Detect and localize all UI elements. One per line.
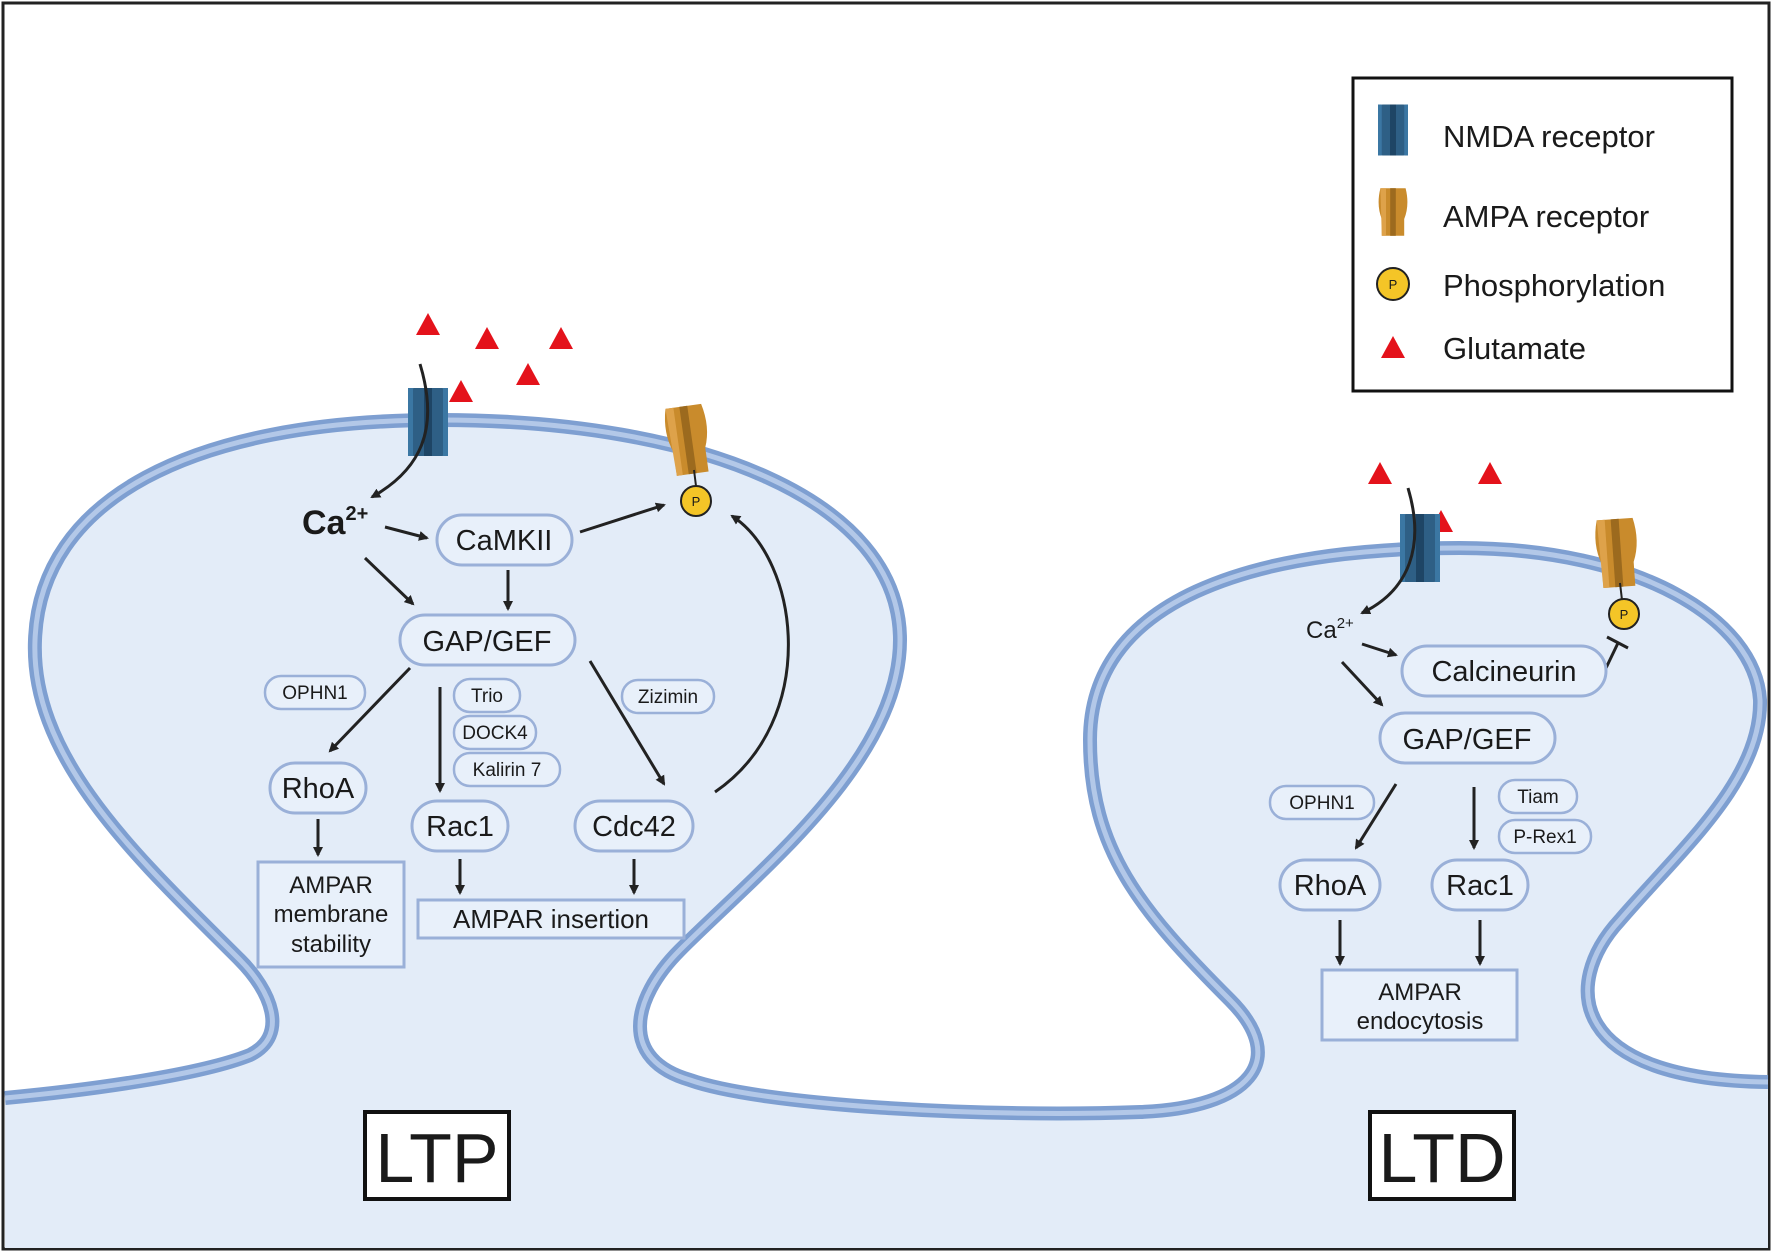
glutamate-icon	[516, 363, 540, 385]
phosphorylation-icon	[1608, 598, 1640, 630]
legend-phospho-letter: P	[1389, 277, 1398, 292]
glutamate-icon	[449, 380, 473, 402]
rac1-node	[1430, 858, 1530, 912]
ophn1-label: OPHN1	[1289, 793, 1354, 814]
ophn1-label: OPHN1	[282, 683, 347, 704]
arrow-ca-camkii	[384, 525, 429, 541]
legend-box	[1351, 76, 1734, 393]
ca-ion-label: Ca2+	[302, 503, 368, 542]
rhoa-label: RhoA	[282, 773, 355, 805]
endocytosis-line-2: endocytosis	[1357, 1008, 1484, 1035]
phospho-letter: P	[692, 494, 701, 509]
zizimin-label: Zizimin	[638, 687, 698, 708]
spine-membrane-inner	[4, 417, 1769, 1116]
ltd-label-box	[1368, 1110, 1516, 1201]
ltp-label: LTP	[375, 1119, 498, 1197]
inhibit-bar	[1606, 635, 1629, 650]
rhoa-node	[268, 761, 368, 815]
cdc42-label: Cdc42	[592, 811, 676, 843]
phospho-link	[693, 469, 697, 487]
glutamate-icon	[549, 327, 573, 349]
gapgef-node	[1378, 711, 1557, 765]
dock4-label: DOCK4	[462, 723, 528, 744]
ca-entry-arrow	[370, 363, 430, 499]
glutamate-icon	[1478, 462, 1502, 484]
glutamate-icon	[1368, 462, 1392, 484]
arrow-camkii-phospho	[579, 502, 666, 534]
prex1-node	[1497, 818, 1593, 855]
legend-label-nmda: NMDA receptor	[1443, 119, 1655, 154]
phospho-link	[1619, 582, 1623, 601]
stability-line-2: membrane	[274, 901, 389, 928]
legend-label-phospho: Phosphorylation	[1443, 268, 1665, 303]
arrow-ca-calcineurin	[1361, 642, 1398, 658]
arrow-ca-gapgef	[363, 556, 415, 606]
calcineurin-node	[1400, 644, 1608, 698]
glutamate-icon	[416, 313, 440, 335]
rac1-label: Rac1	[426, 811, 494, 843]
calcineurin-label: Calcineurin	[1431, 656, 1576, 688]
rac1-label: Rac1	[1446, 870, 1514, 902]
gapgef-label: GAP/GEF	[423, 626, 552, 658]
endocytosis-line-1: AMPAR	[1378, 979, 1462, 1006]
ltp-label-box	[363, 1110, 511, 1201]
trio-label: Trio	[471, 686, 503, 707]
glutamate-icon	[1381, 336, 1405, 358]
rac1-node	[410, 799, 510, 853]
ampar-stability-box	[256, 860, 406, 969]
ophn1-node	[1268, 784, 1376, 821]
arrow-gapgef-cdc42	[588, 660, 666, 786]
ophn1-node	[263, 674, 367, 711]
ltd-label: LTD	[1378, 1119, 1505, 1197]
arrow-ca-gapgef	[1340, 660, 1384, 707]
insertion-label: AMPAR insertion	[453, 904, 649, 934]
rhoa-label: RhoA	[1294, 870, 1367, 902]
gapgef-node	[398, 613, 577, 667]
phospho-letter: P	[1620, 607, 1629, 622]
legend: NMDA receptor AMPA receptor P Phosphoryl…	[1351, 76, 1734, 393]
arrow-gapgef-rhoa	[1354, 783, 1398, 850]
ca-entry-arrow	[1360, 487, 1417, 615]
legend-label-glutamate: Glutamate	[1443, 331, 1586, 366]
camkii-node	[435, 513, 574, 567]
glutamate-icon	[475, 327, 499, 349]
ampar-insertion-box	[416, 898, 686, 940]
zizimin-node	[620, 678, 716, 715]
dock4-node	[452, 714, 538, 751]
prex1-label: P-Rex1	[1513, 827, 1576, 848]
inhibit-calcineurin-phospho	[1604, 642, 1620, 669]
arrow-cdc42-phospho	[714, 514, 790, 794]
gapgef-label: GAP/GEF	[1403, 724, 1532, 756]
phosphorylation-icon	[680, 485, 712, 517]
nmda-receptor-icon	[1378, 104, 1408, 156]
kalirin7-label: Kalirin 7	[473, 760, 542, 781]
phosphorylation-icon	[1376, 267, 1410, 301]
stability-line-3: stability	[291, 931, 371, 958]
arrow-gapgef-rhoa	[328, 666, 412, 753]
ampa-receptor-icon	[1378, 188, 1408, 236]
kalirin7-node	[452, 751, 562, 788]
ca-ion-label: Ca2+	[1306, 615, 1354, 644]
rhoa-node	[1278, 858, 1382, 912]
camkii-label: CaMKII	[456, 525, 553, 557]
tiam-label: Tiam	[1517, 787, 1559, 808]
tiam-node	[1497, 778, 1579, 815]
ampar-endocytosis-box	[1320, 968, 1519, 1042]
legend-label-ampa: AMPA receptor	[1443, 199, 1649, 234]
cdc42-node	[573, 799, 695, 853]
stability-line-1: AMPAR	[289, 872, 373, 899]
trio-node	[452, 677, 522, 714]
